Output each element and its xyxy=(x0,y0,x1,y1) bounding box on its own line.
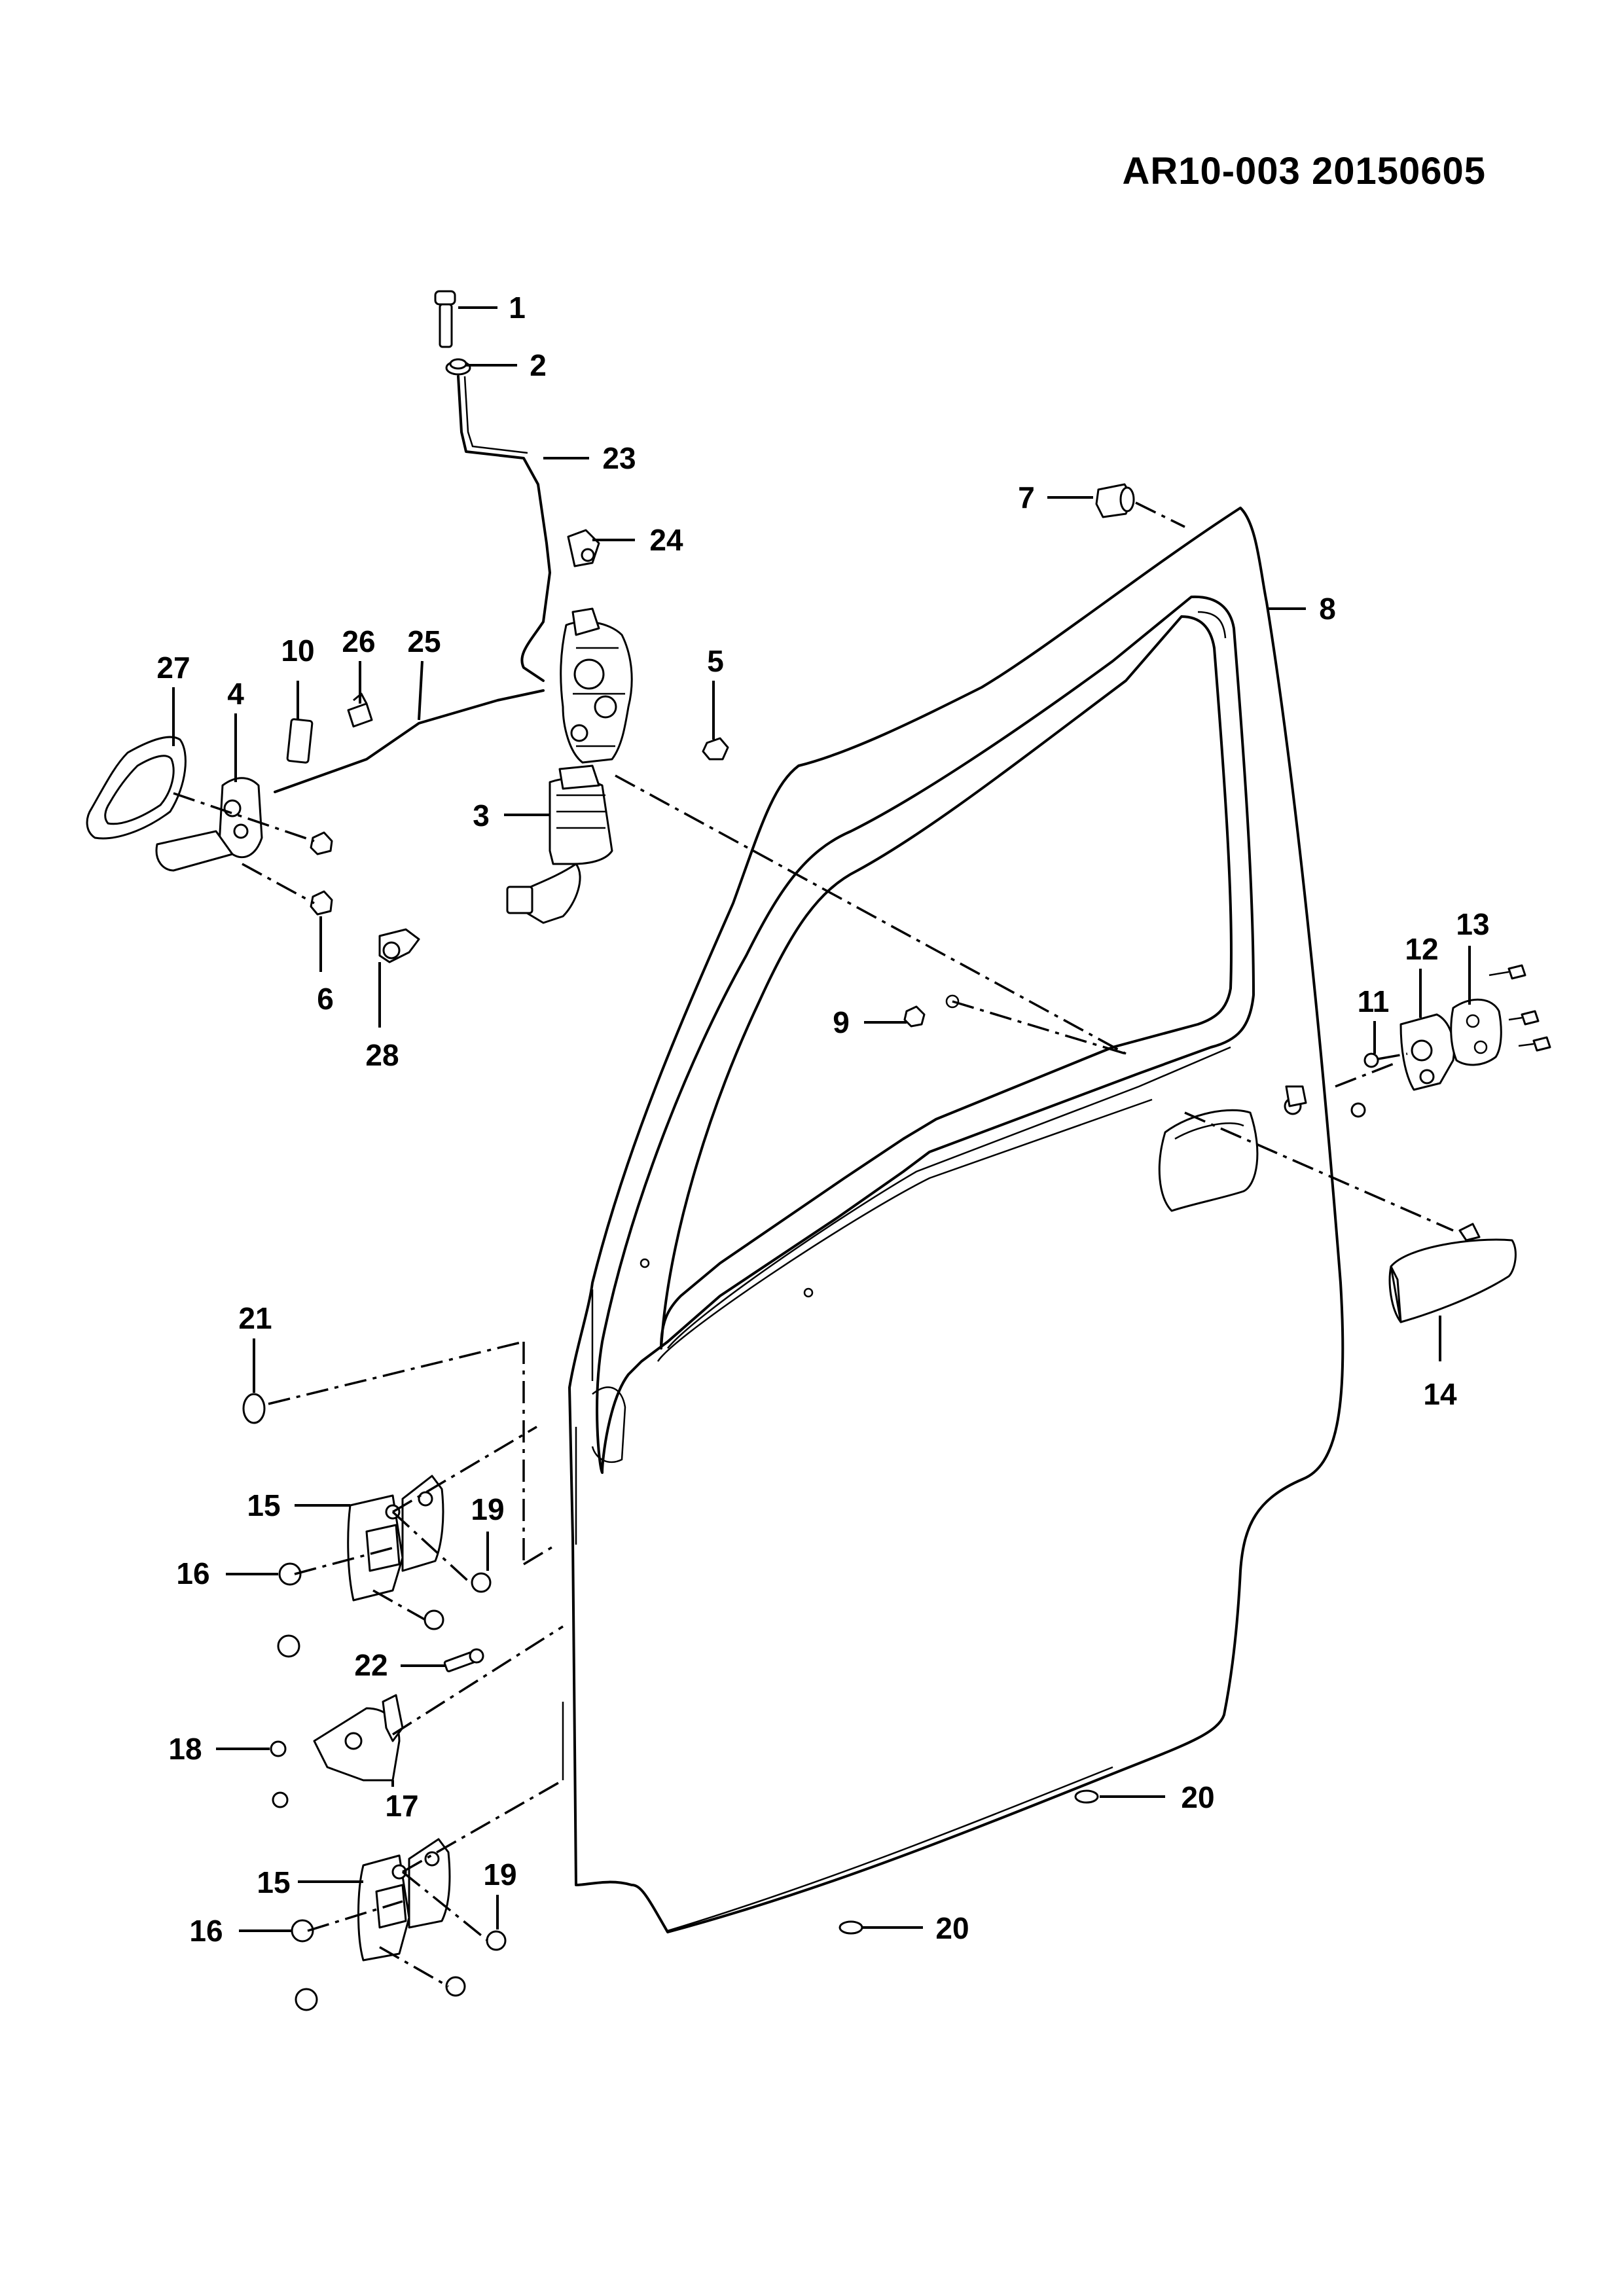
part-6-screw xyxy=(310,831,333,916)
callout-22: 22 xyxy=(354,1648,388,1682)
part-13-shim xyxy=(1450,998,1502,1066)
callout-16-lower: 16 xyxy=(189,1914,223,1948)
callout-18: 18 xyxy=(168,1732,202,1766)
part-24-clip xyxy=(567,529,600,567)
part-18-bolts xyxy=(270,1740,289,1808)
callout-2: 2 xyxy=(530,348,547,382)
part-14-outer-handle xyxy=(1388,1223,1517,1323)
callout-23: 23 xyxy=(602,441,636,475)
callout-15-lower: 15 xyxy=(257,1865,290,1899)
part-3-lock-actuator xyxy=(506,764,613,924)
callout-24: 24 xyxy=(649,523,683,557)
part-16-hinge-bolts-upper xyxy=(277,1562,492,1658)
callout-26: 26 xyxy=(342,624,375,658)
callout-14: 14 xyxy=(1423,1377,1457,1411)
door-panel xyxy=(562,507,1344,1933)
callout-4: 4 xyxy=(227,677,244,711)
part-11-bolt xyxy=(1350,1052,1379,1118)
callout-17: 17 xyxy=(385,1789,418,1823)
part-20-drain-plug-b xyxy=(839,1920,863,1935)
callout-21: 21 xyxy=(238,1301,272,1335)
callout-19-lower: 19 xyxy=(483,1857,516,1892)
part-28-rod-clip xyxy=(378,928,420,963)
callout-12: 12 xyxy=(1405,932,1438,966)
part-21-plug xyxy=(242,1393,266,1424)
callout-8: 8 xyxy=(1319,592,1336,626)
callout-labels: 1 2 23 24 7 8 27 4 10 26 25 5 3 6 28 9 1… xyxy=(156,291,1489,1948)
part-4-inner-handle xyxy=(155,777,263,872)
part-door-latch xyxy=(560,607,633,764)
callout-20-upper: 20 xyxy=(1181,1780,1214,1814)
callout-13: 13 xyxy=(1456,907,1489,941)
part-22-stay-pin xyxy=(443,1648,484,1673)
part-25-cable xyxy=(274,689,545,793)
part-16-hinge-bolts-lower xyxy=(291,1919,507,2011)
callout-6: 6 xyxy=(317,982,334,1016)
callout-16-upper: 16 xyxy=(176,1556,209,1590)
callout-28: 28 xyxy=(365,1038,399,1072)
callout-3: 3 xyxy=(473,798,490,833)
callout-27: 27 xyxy=(156,651,190,685)
part-27-handle-bezel xyxy=(86,736,187,840)
part-7-bumper xyxy=(1095,483,1135,518)
callout-7: 7 xyxy=(1018,480,1035,514)
part-23-lock-rod xyxy=(457,375,551,682)
part-5-nut xyxy=(702,737,729,761)
leader-lines xyxy=(172,306,1471,1932)
assembly-lines xyxy=(173,501,1454,1988)
part-12-striker xyxy=(1399,1013,1455,1091)
part-17-door-check xyxy=(313,1694,404,1782)
callout-19-upper: 19 xyxy=(471,1492,504,1526)
part-2-bushing xyxy=(445,358,471,376)
part-13-bolts xyxy=(1489,964,1551,1052)
callout-25: 25 xyxy=(407,624,441,658)
part-15-upper-hinge xyxy=(347,1475,444,1602)
callout-20-lower: 20 xyxy=(935,1911,969,1945)
part-20-drain-plug-a xyxy=(1074,1789,1099,1804)
diagram-code: AR10-003 20150605 xyxy=(1122,150,1486,192)
callout-5: 5 xyxy=(707,644,724,678)
callout-1: 1 xyxy=(509,291,526,325)
callout-9: 9 xyxy=(833,1005,850,1039)
part-1-pin xyxy=(434,290,456,348)
callout-15-upper: 15 xyxy=(247,1488,280,1522)
callout-11: 11 xyxy=(1358,984,1390,1018)
part-9-nut xyxy=(903,1005,926,1028)
callout-10: 10 xyxy=(281,634,314,668)
part-10-switch xyxy=(286,718,314,764)
